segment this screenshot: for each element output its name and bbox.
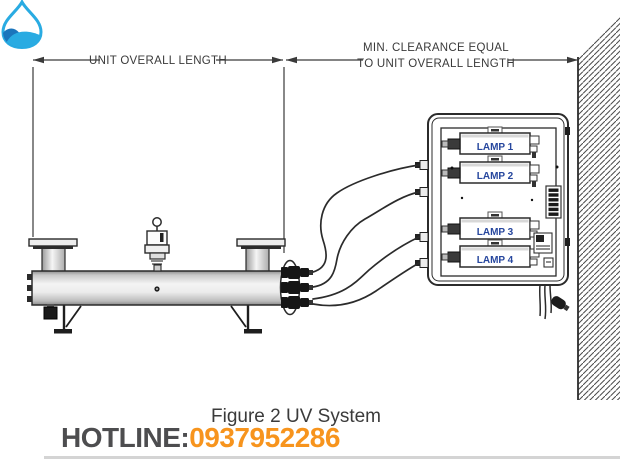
panel-hinges xyxy=(565,127,570,246)
terminal-strip xyxy=(545,185,562,219)
uv-sensor xyxy=(144,217,170,272)
sensor-port-dot-center xyxy=(156,288,158,290)
hotline-number: 0937952286 xyxy=(189,422,340,453)
panel-mounting-dots xyxy=(450,165,559,202)
panel-door-seam xyxy=(431,117,565,282)
power-cord xyxy=(538,284,570,320)
lamp-plug xyxy=(281,281,313,294)
dim-label-min-clearance-2: TO UNIT OVERALL LENGTH xyxy=(357,58,515,70)
drain-plug xyxy=(43,304,58,320)
lamp-cable-2 xyxy=(312,191,420,288)
wall-section xyxy=(577,15,620,400)
cable-gland xyxy=(415,232,429,242)
dim-label-unit-overall-length: UNIT OVERALL LENGTH xyxy=(89,55,227,67)
contactor xyxy=(533,232,554,268)
dim-label-min-clearance-1: MIN. CLEARANCE EQUAL xyxy=(363,42,509,54)
lamp-2-label: LAMP 2 xyxy=(477,171,514,182)
lamp-module-1: LAMP 1 xyxy=(441,126,540,158)
hotline: HOTLINE:0937952286 xyxy=(61,422,340,454)
lamp-1-label: LAMP 1 xyxy=(477,142,514,153)
lamp-plug xyxy=(281,296,313,309)
inlet-port-left xyxy=(28,238,78,273)
lamp-3-label: LAMP 3 xyxy=(477,227,514,238)
outlet-port-right xyxy=(236,238,286,273)
support-leg-left xyxy=(54,304,82,334)
lamp-cables xyxy=(312,164,420,307)
water-drop-logo xyxy=(1,0,43,49)
lamp-cable-3 xyxy=(312,236,420,300)
lamp-module-3: LAMP 3 xyxy=(441,211,540,240)
uv-chamber xyxy=(27,217,313,334)
lamp-cable-1 xyxy=(312,164,420,273)
dim-unit-overall-length: UNIT OVERALL LENGTH xyxy=(32,55,285,253)
control-panel: LAMP 1 LAMP 2 LAMP 3 xyxy=(415,113,570,320)
chamber-left-tabs xyxy=(27,274,32,302)
footer-divider xyxy=(44,456,620,459)
lamp-4-label: LAMP 4 xyxy=(477,255,514,266)
cable-gland xyxy=(415,258,429,268)
cable-glands xyxy=(415,160,429,268)
lamp-cable-4 xyxy=(312,262,420,307)
hotline-label: HOTLINE: xyxy=(61,422,190,453)
figure-caption: Figure 2 UV System xyxy=(211,406,381,427)
lamp-connector-plugs xyxy=(281,266,313,309)
lamp-module-4: LAMP 4 xyxy=(441,239,540,268)
logo-wave-light xyxy=(7,31,41,48)
lamp-plug xyxy=(281,266,313,279)
support-leg-right xyxy=(230,304,262,334)
dim-min-clearance: MIN. CLEARANCE EQUAL TO UNIT OVERALL LEN… xyxy=(286,42,578,70)
lamp-module-2: LAMP 2 xyxy=(441,155,540,187)
